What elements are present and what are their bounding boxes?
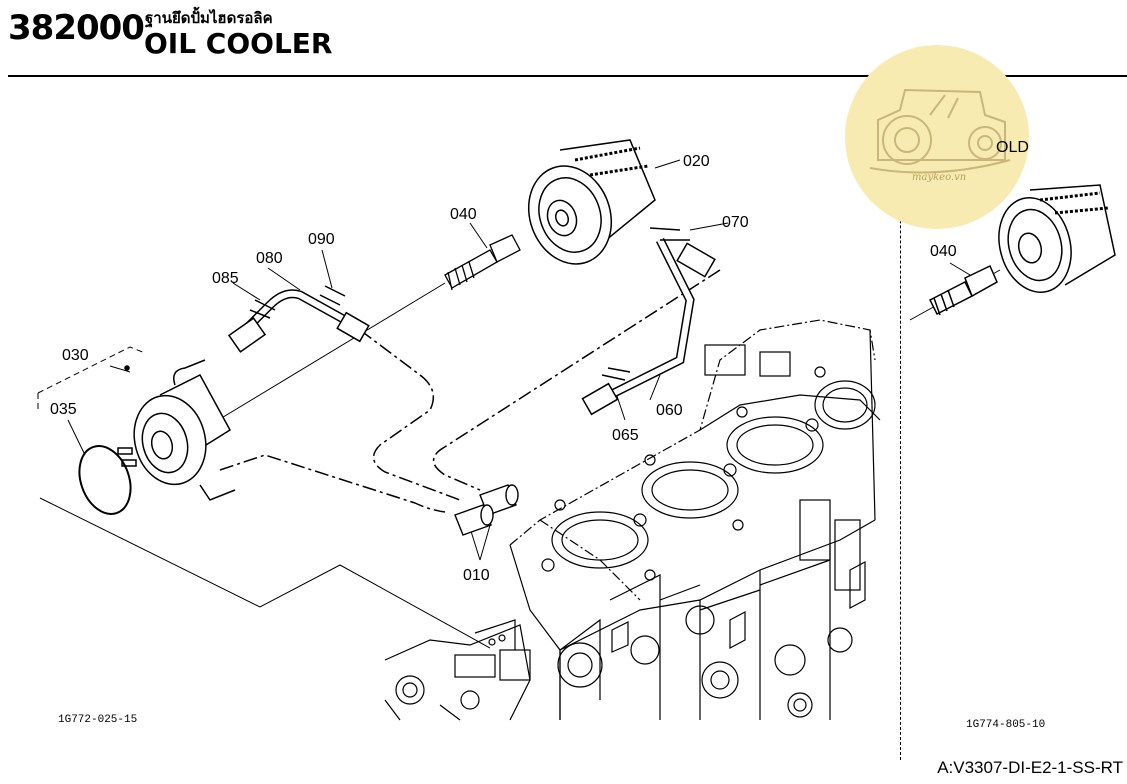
callout-090: 090 — [308, 231, 335, 248]
callout-030: 030 — [62, 347, 89, 364]
callout-020: 020 — [683, 153, 710, 170]
english-title: OIL COOLER — [144, 27, 333, 60]
engine-block — [384, 319, 881, 721]
inset-separator — [900, 80, 901, 760]
figure-id-inset: 1G774-805-10 — [966, 719, 1045, 731]
callout-065: 065 — [612, 427, 639, 444]
callout-070: 070 — [722, 214, 749, 231]
oil-cooler-030 — [117, 359, 236, 501]
callout-085: 085 — [212, 270, 239, 287]
o-ring-035 — [78, 445, 132, 515]
callout-035: 035 — [50, 401, 77, 418]
hose-080 — [227, 285, 370, 353]
callout-060: 060 — [656, 402, 683, 419]
fittings-010 — [454, 484, 519, 536]
oil-filter-020 — [527, 139, 656, 265]
old-label: OLD — [996, 139, 1029, 156]
pipe-routes — [219, 269, 721, 513]
group-bracket-030 — [37, 346, 491, 649]
callout-080: 080 — [256, 250, 283, 267]
header-rule — [8, 75, 1127, 77]
figure-id-main: 1G772-025-15 — [58, 714, 137, 726]
watermark-logo: maykeo.vn — [845, 45, 1029, 229]
callout-040: 040 — [450, 206, 477, 223]
callout-040-old: 040 — [930, 243, 957, 260]
hose-060 — [581, 227, 716, 416]
callout-010: 010 — [463, 567, 490, 584]
page-reference: A:V3307-DI-E2-1-SS-RT — [937, 758, 1123, 777]
thai-title: ฐานยึดปั้มไฮดรอลิค — [145, 9, 273, 27]
nipple-040 — [444, 234, 521, 291]
inset-old-parts — [928, 184, 1116, 316]
watermark-text: maykeo.vn — [912, 172, 966, 183]
part-code: 382000 — [8, 8, 145, 48]
